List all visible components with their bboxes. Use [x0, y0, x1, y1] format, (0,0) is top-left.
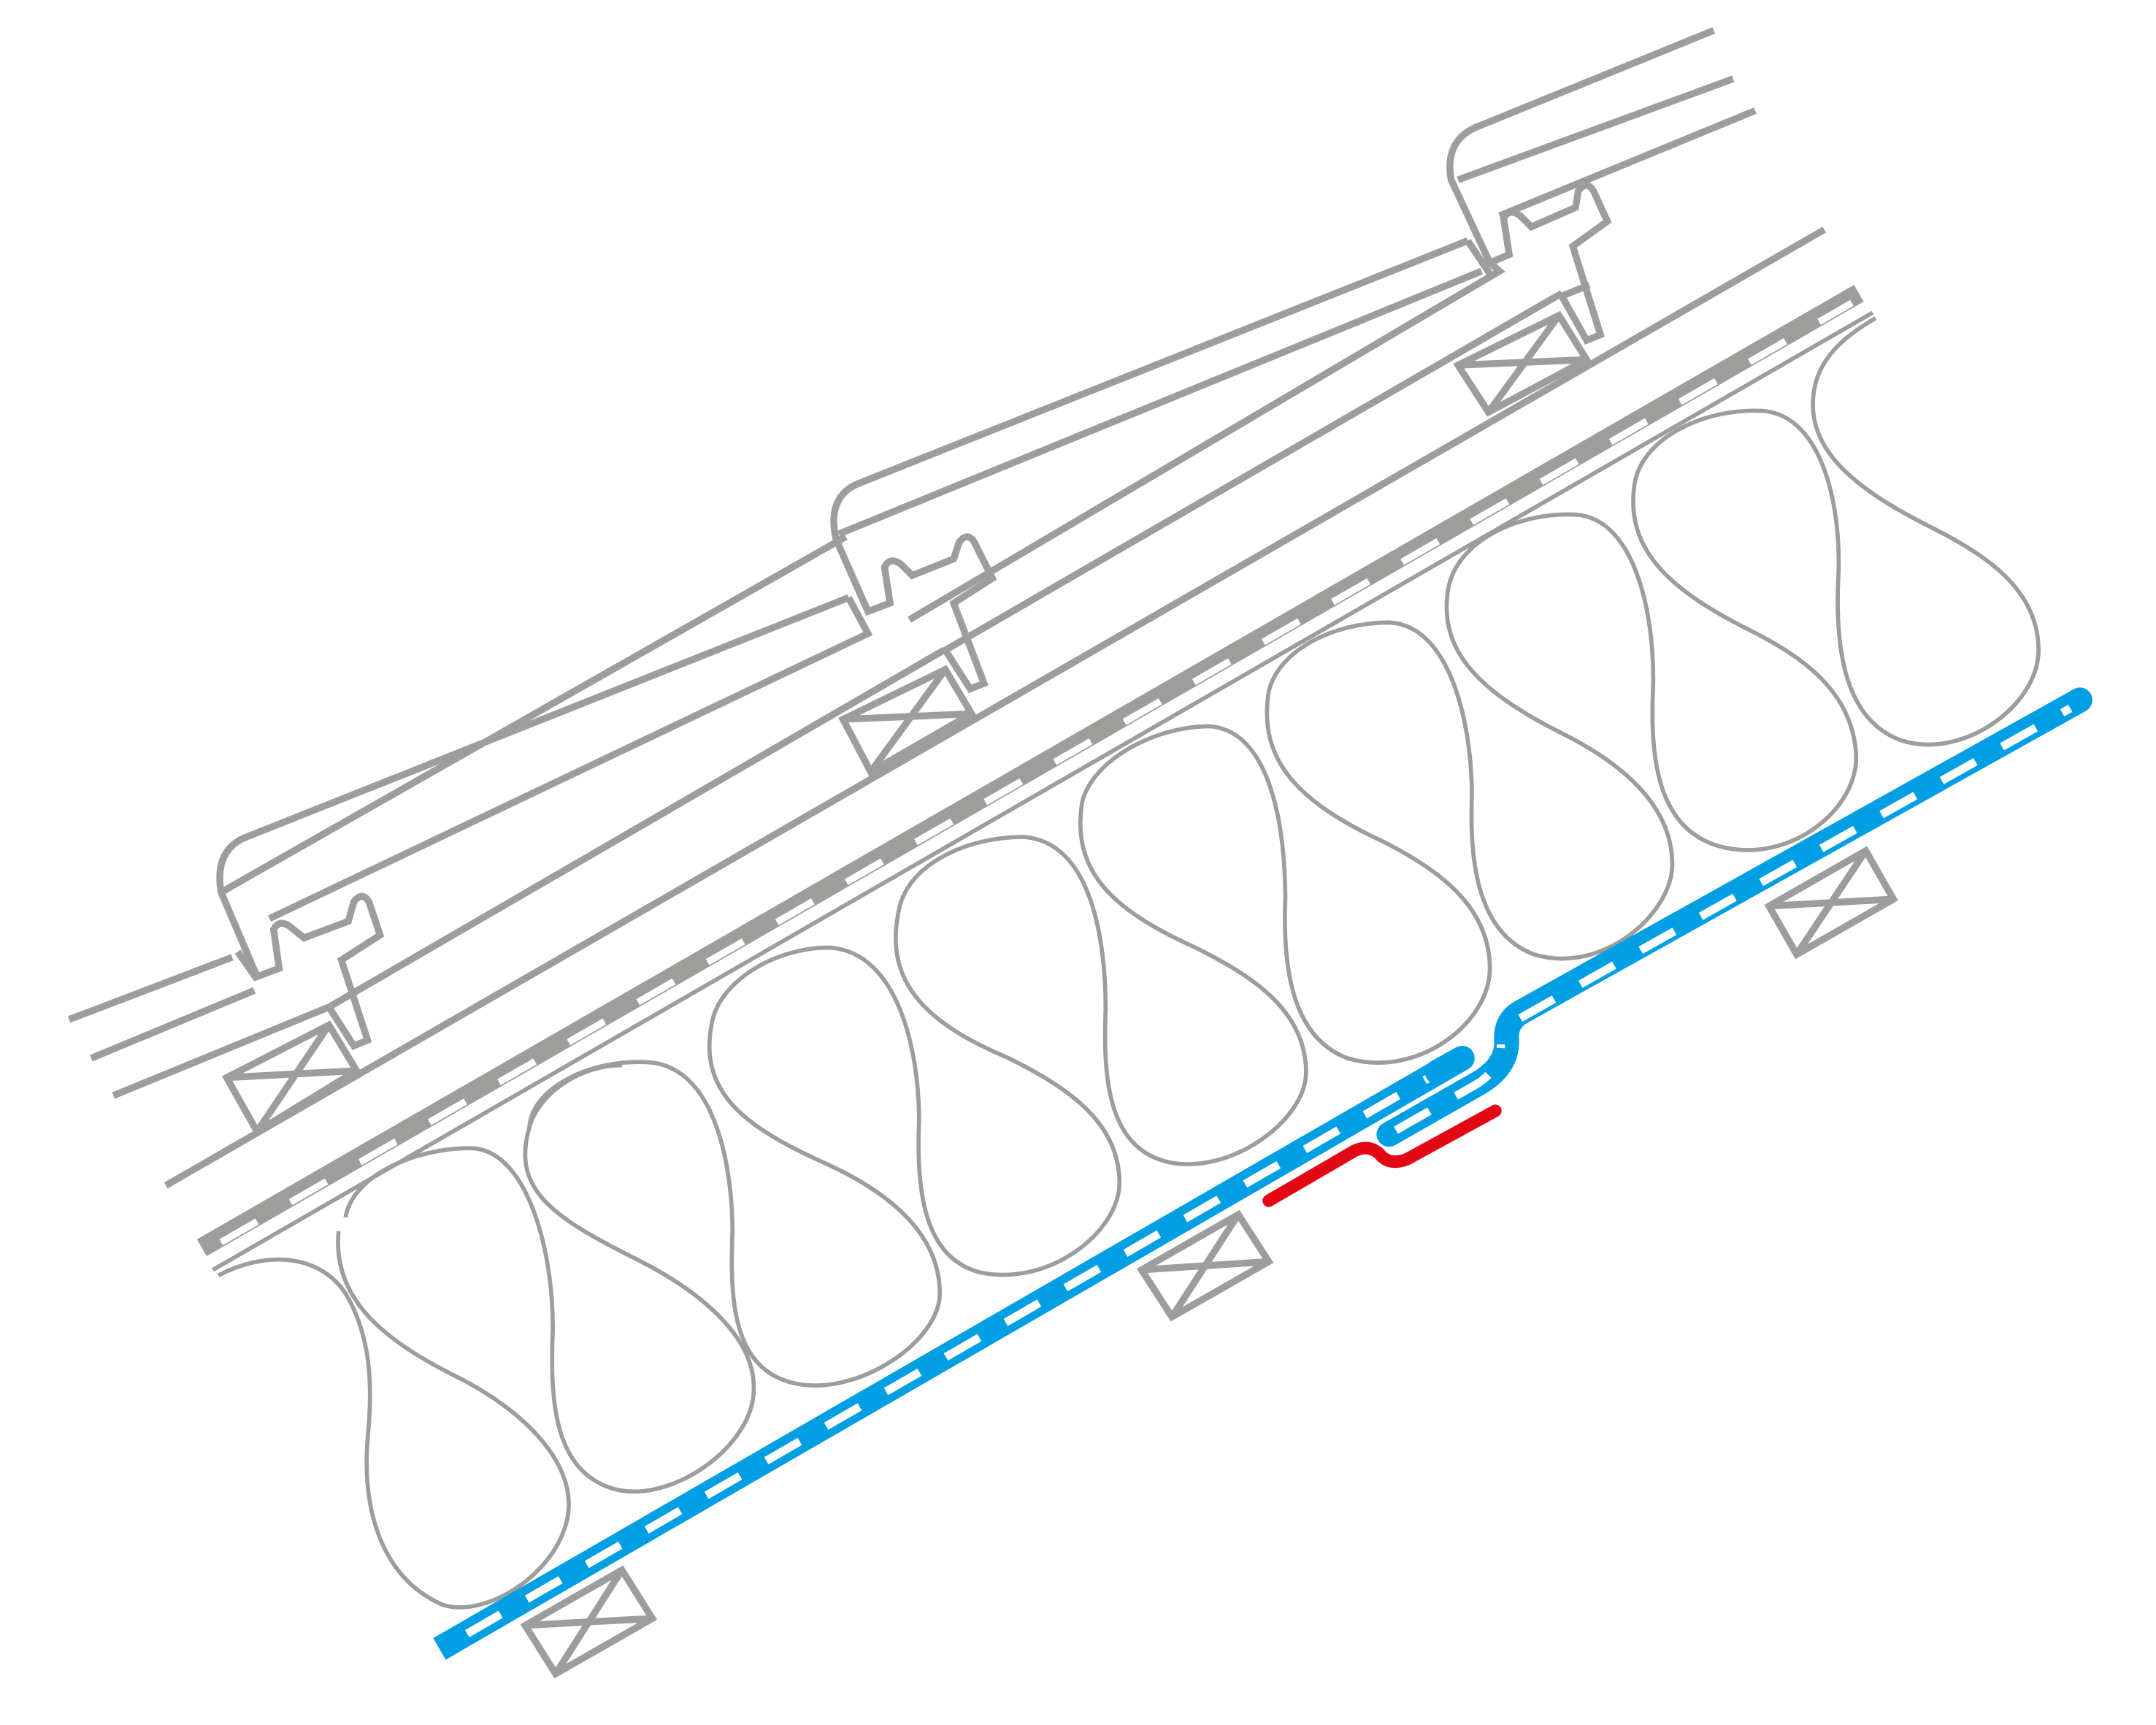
tile-battens [221, 310, 1592, 1137]
insulation-blob [1080, 691, 1492, 1065]
roof-tile-upper [1446, 27, 1757, 345]
vapour-control-layer [433, 687, 2092, 1660]
insulation-blob [217, 1231, 571, 1610]
tile-batten [838, 665, 977, 777]
roof-tiles [67, 27, 1757, 1099]
insulation-blob [527, 1023, 943, 1388]
insulation-blob [1266, 587, 1675, 961]
insulation-blob [710, 912, 1122, 1277]
lower-battens [520, 846, 1898, 1679]
counter-batten-line [164, 226, 1827, 1189]
tile-batten [1453, 310, 1592, 417]
lower-batten [520, 1565, 658, 1679]
insulation-blob [896, 802, 1308, 1166]
sealing-tape [1262, 1104, 1502, 1207]
underlay-membrane [196, 285, 1874, 1272]
roof-tile-lower [67, 533, 946, 1099]
insulation-blob [1446, 481, 1859, 852]
lower-batten [1764, 846, 1898, 960]
tile-batten [221, 1020, 361, 1137]
insulation-blob [1633, 316, 2041, 747]
insulation [217, 316, 2041, 1610]
insulation-blob [343, 1063, 756, 1494]
lower-batten [1136, 1209, 1274, 1322]
roof-tile-middle [830, 237, 1564, 694]
